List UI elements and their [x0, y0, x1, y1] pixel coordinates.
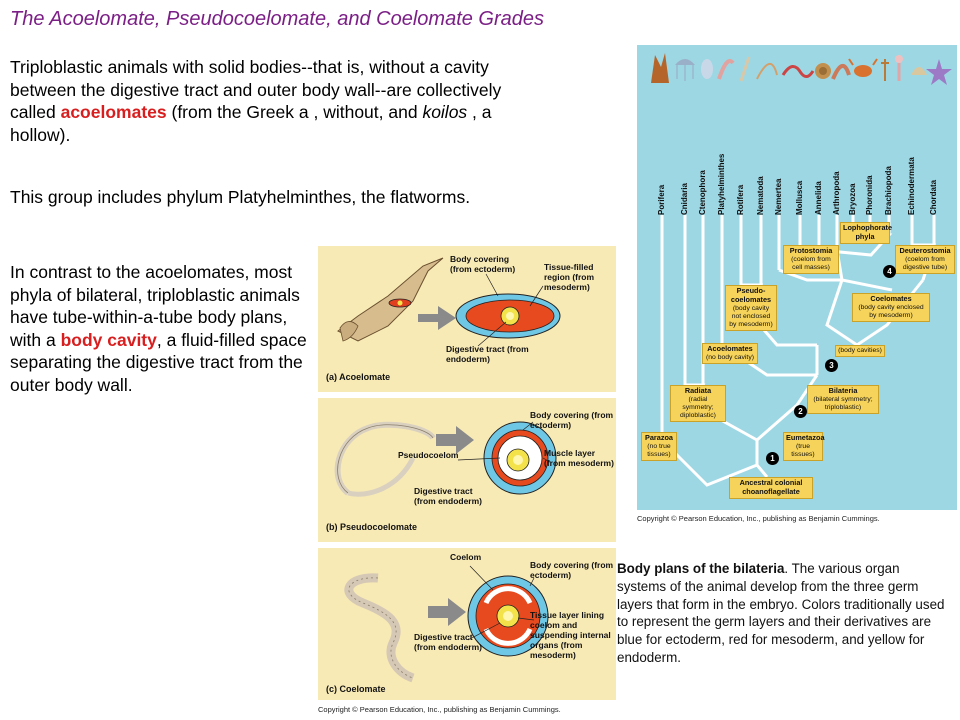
node-number: 4: [883, 265, 896, 278]
organism-phoronid-icon: [895, 55, 903, 81]
phylum-label: Nemertea: [774, 178, 783, 215]
label-muscle-layer: Muscle layer (from mesoderm): [544, 448, 614, 468]
label-tissue-layer: Tissue layer lining coelom and suspendin…: [530, 610, 611, 660]
phylum-label: Annelida: [814, 181, 823, 215]
phylum-label: Platyhelminthes: [717, 153, 726, 215]
panel-title-acoelomate: (a) Acoelomate: [326, 372, 391, 382]
slide-title: The Acoelomate, Pseudocoelomate, and Coe…: [10, 8, 545, 30]
organism-jellyfish-icon: [675, 59, 695, 81]
box-body-cavities: (body cavities): [835, 345, 885, 357]
panel-title-pseudocoelomate: (b) Pseudocoelomate: [326, 522, 418, 532]
node-number: 2: [794, 405, 807, 418]
phylum-label: Phoronida: [865, 175, 874, 215]
phylum-label: Chordata: [929, 179, 938, 215]
figure-copyright: Copyright © Pearson Education, Inc., pub…: [318, 705, 561, 714]
label-pseudocoelom: Pseudocoelom: [398, 450, 459, 460]
label-digestive-tract: Digestive tract (from endoderm): [414, 486, 482, 506]
coelomate-illustration: [344, 565, 549, 683]
text-run: (from the Greek a , without, and: [166, 102, 423, 122]
organism-ctenophore-icon: [701, 59, 713, 79]
node-number: 1: [766, 452, 779, 465]
paragraph-acoelomates: Triploblastic animals with solid bodies-…: [10, 56, 510, 146]
label-digestive-tract: Digestive tract (from endoderm): [414, 632, 482, 652]
phylum-label: Rotifera: [736, 184, 745, 215]
label-digestive-tract: Digestive tract (from endoderm): [446, 344, 529, 364]
phylum-label: Bryozoa: [848, 183, 857, 215]
label-body-covering: Body covering (from ectoderm): [450, 254, 516, 274]
box-deuterostomia: Deuterostomia(coelom from digestive tube…: [895, 245, 955, 274]
organism-bryozoan-icon: [881, 59, 889, 81]
paragraph-body-cavity: In contrast to the acoelomates, most phy…: [10, 261, 315, 396]
box-acoelomates: Acoelomates(no body cavity): [702, 343, 758, 364]
tree-copyright: Copyright © Pearson Education, Inc., pub…: [637, 514, 880, 523]
text-run: In contrast to the acoelomates, most phy…: [10, 262, 300, 350]
box-ancestral-choanoflagellate: Ancestral colonial choanoflagellate: [729, 477, 813, 499]
text-run: , a fluid-filled space separating the di…: [10, 329, 307, 395]
organism-snail-icon: [815, 63, 831, 79]
organism-earthworm-icon: [831, 64, 851, 80]
organism-flatworm-icon: [717, 59, 735, 80]
label-body-covering: Body covering (from ectoderm): [530, 560, 614, 580]
italic-koilos: koilos: [422, 102, 468, 122]
box-radiata: Radiata(radial symmetry; diploblastic): [670, 385, 726, 422]
caption-heading: Body plans of the bilateria: [617, 561, 785, 576]
pseudocoelomate-illustration: [334, 421, 557, 497]
label-coelom: Coelom: [450, 552, 482, 562]
figure-caption: Body plans of the bilateria. The various…: [617, 560, 952, 667]
phylum-label: Cnidaria: [680, 182, 689, 215]
caption-body: . The various organ systems of the anima…: [617, 561, 945, 665]
figure-panel-pseudocoelomate: Body covering (from ectoderm) Pseudocoel…: [318, 398, 616, 542]
phylum-label: Arthropoda: [832, 171, 841, 215]
box-lophophorate: Lophophorate phyla: [840, 222, 892, 244]
organism-rotifer-icon: [739, 56, 751, 82]
phylogenetic-tree: Porifera Cnidaria Ctenophora Platyhelmin…: [637, 45, 957, 510]
box-coelomates: Coelomates(body cavity enclosed by mesod…: [852, 293, 930, 322]
phylum-label: Porifera: [657, 184, 666, 215]
acoelomate-illustration: [337, 257, 561, 347]
organism-crab-icon: [848, 58, 878, 77]
organism-nemertean-icon: [781, 65, 815, 78]
organism-sea-star-icon: [926, 59, 952, 85]
box-parazoa: Parazoa(no true tissues): [641, 432, 677, 461]
phylum-label: Nematoda: [756, 176, 765, 215]
phyla-organisms-row: [651, 53, 952, 85]
label-tissue-filled-region: Tissue-filled region (from mesoderm): [544, 262, 595, 292]
panel-title-coelomate: (c) Coelomate: [326, 684, 386, 694]
phylum-label: Mollusca: [795, 180, 804, 215]
organism-brachiopod-icon: [911, 67, 927, 75]
figure-panel-acoelomate: Body covering (from ectoderm) Tissue-fil…: [318, 246, 616, 392]
organism-roundworm-icon: [756, 63, 778, 80]
text-run: , a hollow).: [10, 102, 492, 145]
label-body-covering: Body covering (from ectoderm): [530, 410, 614, 430]
figure-panel-coelomate: Coelom Body covering (from ectoderm) Tis…: [318, 548, 616, 700]
text-run: Triploblastic animals with solid bodies-…: [10, 57, 502, 122]
paragraph-platyhelminthes: This group includes phylum Platyhelminth…: [10, 187, 471, 207]
organism-sponge-icon: [651, 53, 669, 83]
node-number: 3: [825, 359, 838, 372]
phylum-label: Brachiopoda: [884, 166, 893, 215]
box-bilateria: Bilateria(bilateral symmetry; triploblas…: [807, 385, 879, 414]
highlight-acoelomates: acoelomates: [60, 102, 167, 122]
phylum-label: Echinodermata: [907, 157, 916, 215]
box-protostomia: Protostomia(coelom from cell masses): [783, 245, 839, 274]
box-eumetazoa: Eumetazoa(true tissues): [783, 432, 825, 461]
box-pseudocoelomates: Pseudo-coelomates(body cavity not enclos…: [725, 285, 777, 331]
highlight-body-cavity: body cavity: [60, 329, 157, 350]
phylum-label: Ctenophora: [698, 170, 707, 215]
